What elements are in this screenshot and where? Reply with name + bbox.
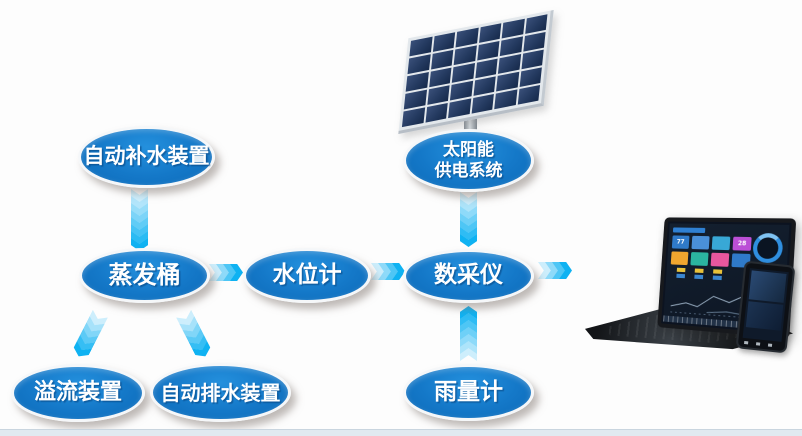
arrow-bucket-to-drain <box>176 310 213 360</box>
arrow-rain-to-logger <box>460 306 477 361</box>
node-rain-gauge: 雨量计 <box>403 364 534 421</box>
node-label-line1: 太阳能 <box>443 140 494 160</box>
solar-cell <box>402 107 425 127</box>
node-auto-drain-device: 自动排水装置 <box>150 363 291 422</box>
solar-cell <box>494 90 517 110</box>
solar-cell <box>473 76 496 96</box>
solar-cell <box>408 54 431 74</box>
phone-tile <box>749 270 787 303</box>
bottom-edge-strip <box>0 429 802 436</box>
mini-widget-icon <box>713 269 722 274</box>
phone-image <box>736 261 796 354</box>
solar-cell <box>496 72 519 92</box>
solar-cell <box>429 68 452 88</box>
phone-tile <box>746 302 783 331</box>
node-label: 雨量计 <box>434 379 503 407</box>
solar-cell <box>519 67 542 87</box>
mini-widget-icon <box>677 268 686 272</box>
solar-cell <box>517 85 540 105</box>
node-label: 数采仪 <box>434 262 503 290</box>
node-label: 自动补水装置 <box>84 144 210 169</box>
solar-cell <box>452 63 475 83</box>
solar-cell <box>404 90 427 110</box>
dashboard-tile: 77 <box>672 235 690 248</box>
dashboard-header-bar <box>673 227 705 233</box>
node-label: 自动排水装置 <box>161 381 281 405</box>
dashboard-tile <box>711 253 730 267</box>
solar-cell <box>502 19 525 39</box>
node-water-level-gauge: 水位计 <box>243 248 371 303</box>
solar-cell <box>500 36 523 56</box>
arrow-refill-to-bucket <box>131 189 148 251</box>
solar-cell <box>409 37 432 57</box>
dashboard-tile <box>691 236 709 250</box>
tile-badge: 28 <box>738 240 747 248</box>
node-auto-refill-device: 自动补水装置 <box>78 126 215 188</box>
node-label: 溢流装置 <box>34 380 122 406</box>
solar-panel-grid <box>402 14 548 127</box>
arrow-bucket-to-water <box>209 264 243 281</box>
solar-cell <box>427 85 450 105</box>
phone-button-bar <box>744 341 779 348</box>
solar-panel <box>398 10 553 134</box>
solar-cell <box>456 28 479 48</box>
node-data-logger: 数采仪 <box>403 249 534 303</box>
solar-cell <box>425 103 448 123</box>
solar-cell <box>471 94 494 114</box>
solar-cell <box>454 45 477 65</box>
arrow-logger-to-terminal <box>538 262 572 279</box>
solar-cell <box>432 32 455 52</box>
node-label: 水位计 <box>273 262 342 290</box>
arrow-solar-to-logger <box>460 192 477 247</box>
phone-screen <box>743 268 789 342</box>
node-label: 蒸发桶 <box>109 261 181 290</box>
node-solar-power-system: 太阳能 供电系统 <box>403 129 534 192</box>
solar-cell <box>448 98 471 118</box>
solar-cell <box>477 41 500 61</box>
node-evaporation-bucket: 蒸发桶 <box>79 248 210 303</box>
tile-badge: 77 <box>676 239 684 246</box>
solar-cell <box>479 23 502 43</box>
solar-cell <box>523 32 546 52</box>
dashboard-tile: 28 <box>732 237 751 251</box>
laptop-image: 77 28 <box>585 215 802 356</box>
node-label-line2: 供电系统 <box>435 161 503 181</box>
solar-cell <box>521 50 544 70</box>
node-overflow-device: 溢流装置 <box>11 364 145 422</box>
arrow-bucket-to-overflow <box>71 310 108 360</box>
solar-cell <box>406 72 429 92</box>
solar-cell <box>525 14 548 34</box>
solar-cell <box>498 54 521 74</box>
solar-cell <box>450 81 473 101</box>
solar-cell <box>475 59 498 79</box>
mini-widget-icon <box>695 269 704 273</box>
dashboard-tile <box>671 251 689 265</box>
dashboard-tile <box>712 236 731 250</box>
dashboard-tile <box>690 252 708 266</box>
solar-cell <box>431 50 454 70</box>
arrow-water-to-logger <box>371 263 405 280</box>
